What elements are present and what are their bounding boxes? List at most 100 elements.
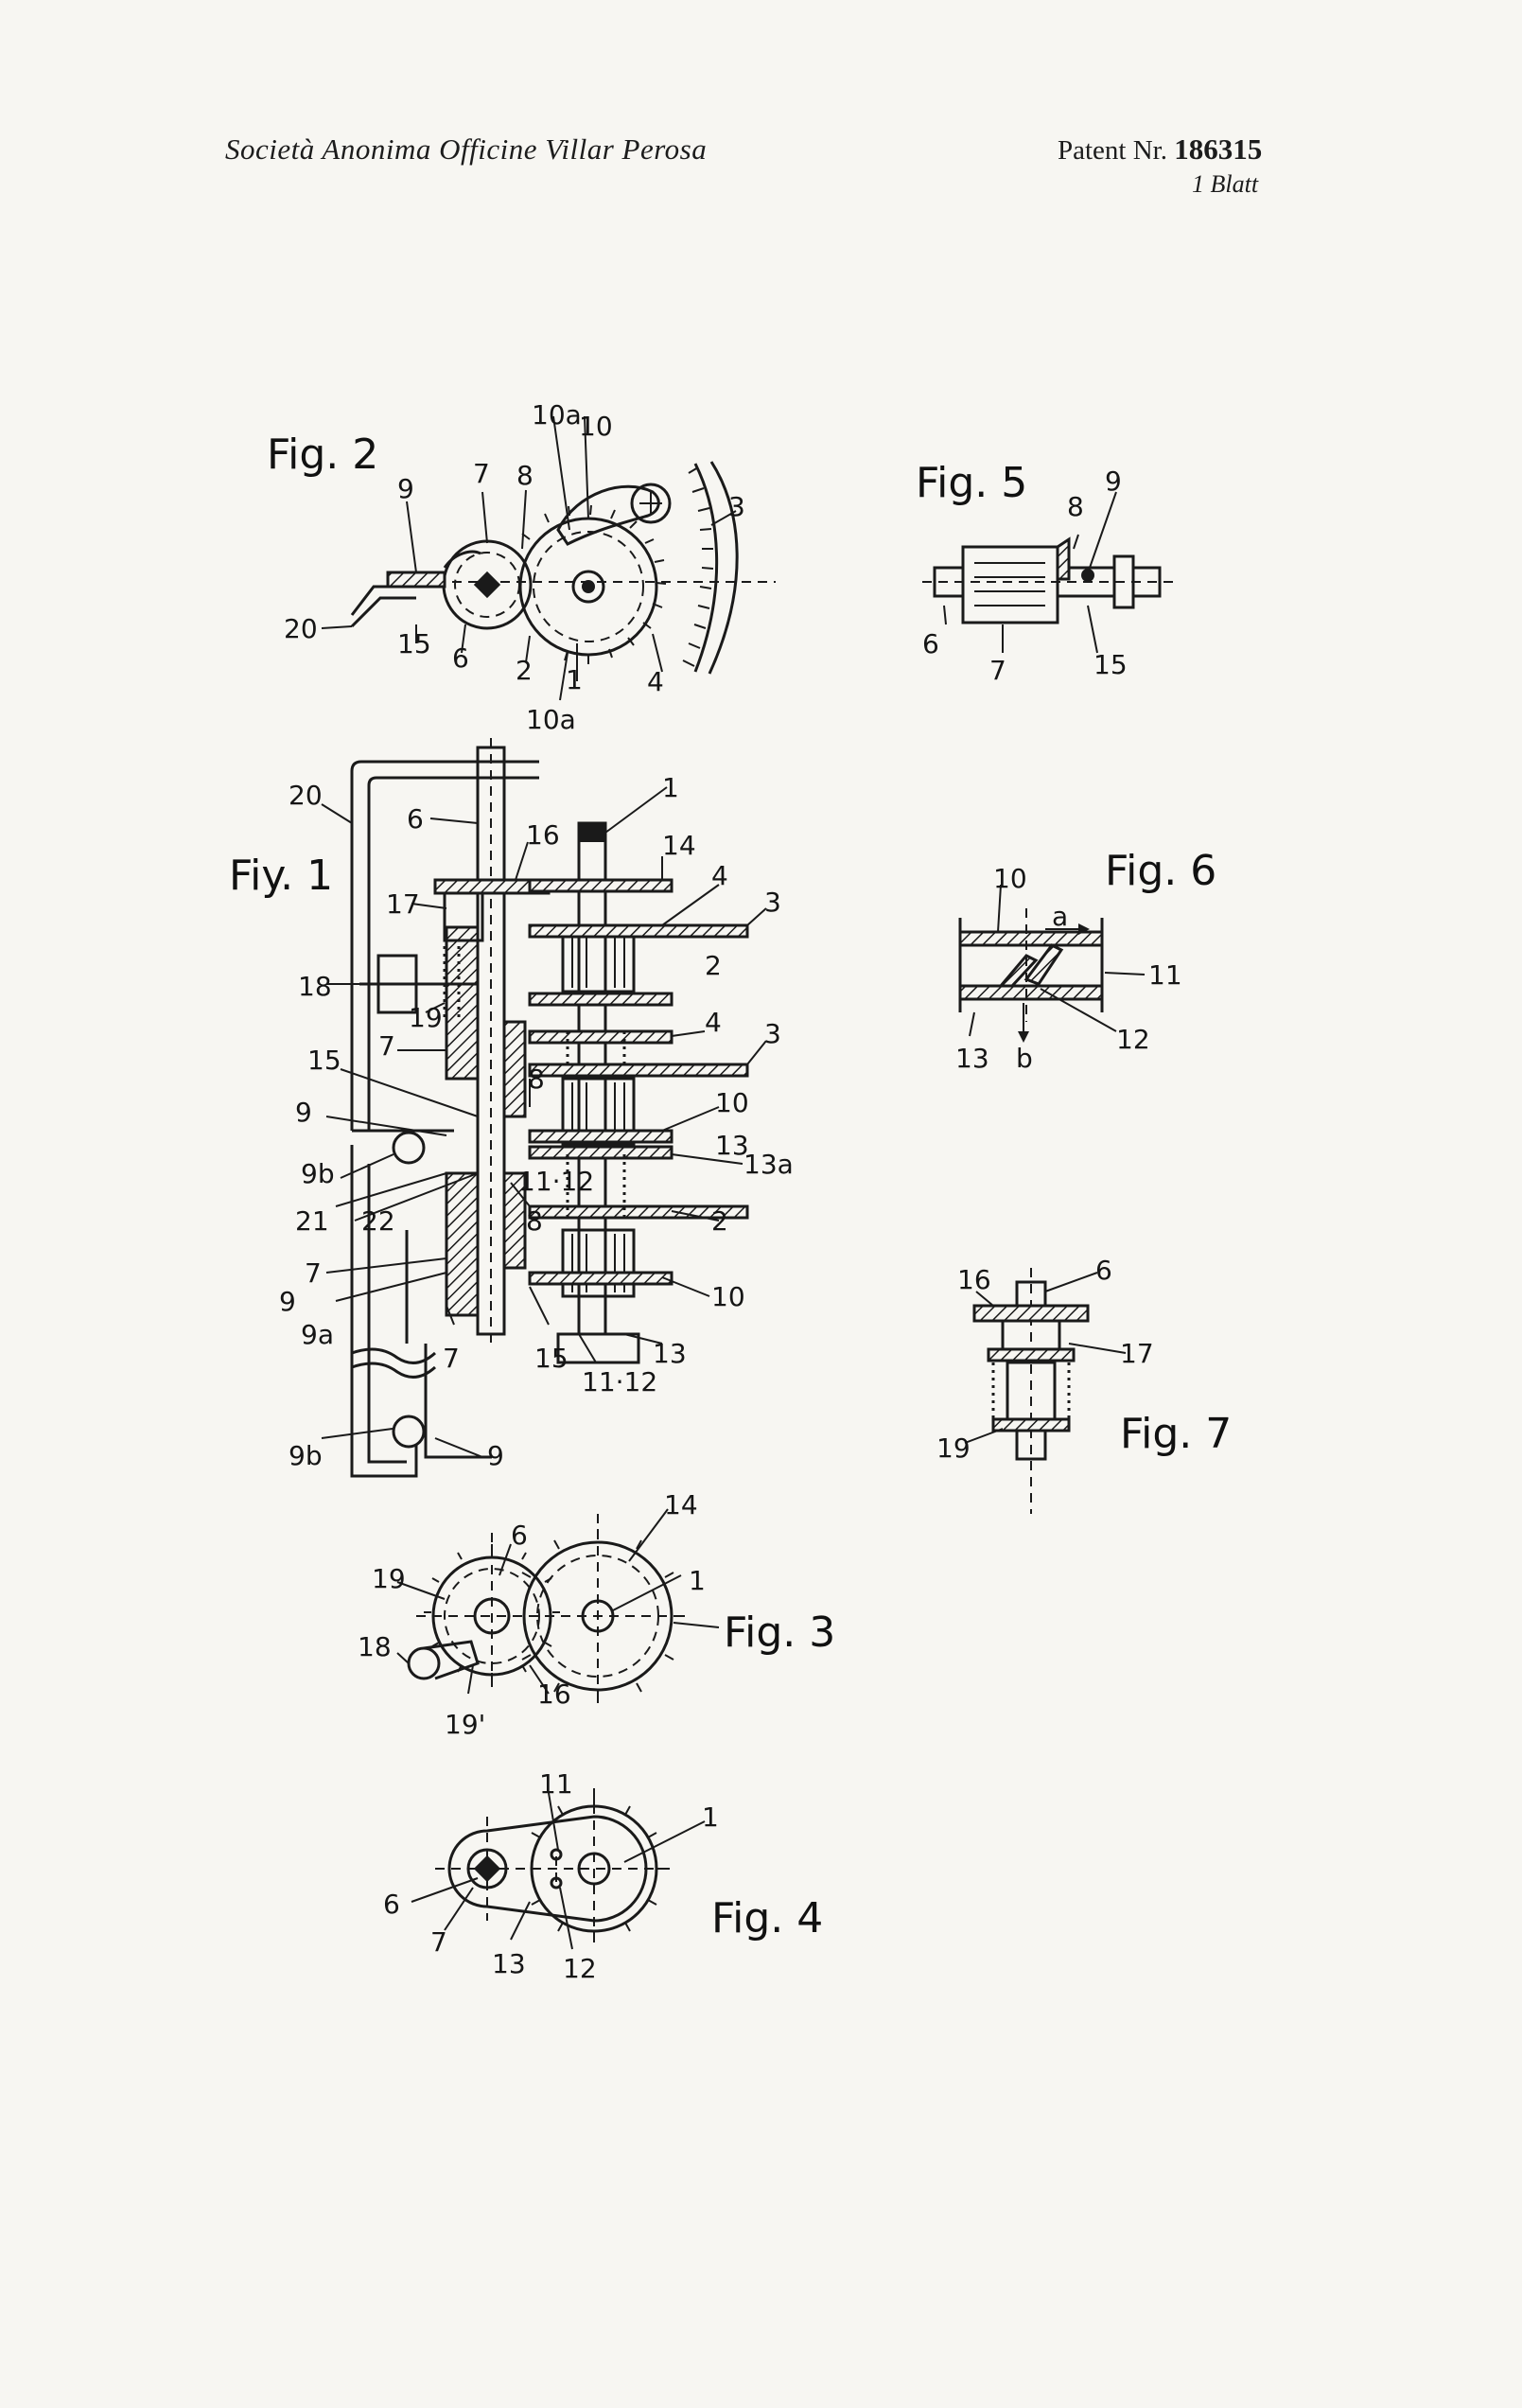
fig7-title: Fig. 7 [1120,1410,1232,1458]
fig1-label: 2 [711,1205,728,1237]
fig1-label: 11·12 [582,1366,657,1397]
fig1-label: 9 [279,1286,296,1317]
fig1-label: 13a [744,1149,794,1180]
fig1-label: 16 [526,819,560,851]
figure-5: Fig. 5 8 9 6 7 15 [916,459,1173,686]
fig4-label: 13 [492,1948,526,1979]
fig1-label: 17 [386,888,420,920]
fig1-label: 2 [705,950,722,981]
fig4-title: Fig. 4 [711,1894,823,1942]
fig4-label: 7 [430,1926,447,1958]
fig1-label: 6 [407,803,424,835]
company-name: Società Anonima Officine Villar Perosa [225,132,708,166]
fig5-title: Fig. 5 [916,459,1027,507]
fig7-label: 17 [1120,1338,1154,1369]
fig1-label: 1 [662,772,679,803]
patent-number-line: Patent Nr. 186315 [1058,132,1262,167]
fig2-label: 15 [397,628,431,659]
fig2-label: 1 [566,664,583,695]
fig1-label: 18 [298,971,332,1002]
fig3-label: 19' [445,1709,485,1740]
fig2-label: 4 [647,666,664,697]
fig2-label: 10 [579,411,613,442]
patent-prefix: Patent Nr. [1058,135,1167,166]
fig1-label: 9b [301,1158,335,1189]
fig6-label: a [1052,901,1068,932]
fig5-label: 6 [922,628,939,659]
fig1-label: 20 [289,780,323,811]
fig3-title: Fig. 3 [724,1608,835,1657]
fig1-label: 21 [295,1205,329,1237]
figure-1: Fiy. 1 [229,738,794,1478]
fig6-label: 11 [1148,959,1182,991]
figure-6: Fig. 6 10 a 11 12 13 b [955,847,1216,1074]
fig1-label: 15 [534,1343,569,1374]
fig1-title: Fiy. 1 [229,852,333,900]
fig2-label: 10a [526,704,576,735]
fig1-labels: 20 6 1 16 14 4 3 17 18 2 19 7 4 3 15 8 9… [279,772,794,1471]
fig7-label: 16 [957,1264,991,1295]
fig3-label: 19 [372,1563,406,1594]
figure-3: Fig. 3 14 19 6 1 18 [358,1489,835,1740]
fig2-label: 20 [284,613,318,644]
fig1-label: 15 [307,1045,341,1076]
fig5-label: 9 [1105,466,1122,497]
fig4-label: 11 [539,1768,573,1800]
fig7-label: 19 [936,1432,971,1464]
sheet-count: 1 Blatt [1192,170,1259,198]
figure-7: Fig. 7 16 6 17 19 [936,1255,1232,1514]
fig3-label: 1 [689,1565,706,1596]
fig1-label: 9b [289,1440,323,1471]
fig1-label: 10 [715,1087,749,1118]
fig1-label: 8 [526,1205,543,1237]
fig2-label: 6 [452,642,469,674]
fig5-label: 15 [1093,649,1128,680]
figure-4: Fig. 4 11 1 6 7 13 12 [383,1768,823,1984]
fig2-label: 8 [516,460,534,491]
fig2-label: 10a [532,399,582,431]
fig1-label: 7 [305,1257,322,1289]
fig5-label: 8 [1067,491,1084,522]
fig1-label: 9 [487,1440,504,1471]
fig1-label: 8 [528,1063,545,1095]
fig2-title: Fig. 2 [267,431,378,479]
fig2-label: 2 [516,655,533,686]
fig4-label: 6 [383,1889,400,1920]
fig1-label: 11·12 [518,1166,594,1197]
fig1-label: 4 [711,860,728,891]
fig1-label: 22 [361,1205,395,1237]
fig6-title: Fig. 6 [1105,847,1216,895]
fig3-label: 16 [537,1679,571,1710]
fig2-labels: 10a 10 9 7 8 3 20 15 6 2 1 4 10a [284,399,745,735]
fig5-label: 7 [989,655,1006,686]
fig2-label: 3 [728,491,745,522]
fig6-label: 10 [993,863,1027,894]
fig7-label: 6 [1095,1255,1112,1286]
fig1-label: 10 [711,1281,745,1312]
fig6-label: b [1016,1043,1033,1074]
patent-number: 186315 [1174,132,1263,166]
fig3-label: 18 [358,1631,392,1662]
fig1-label: 9a [301,1319,334,1350]
fig1-label: 7 [443,1343,460,1374]
fig1-label: 9 [295,1097,312,1128]
fig1-label: 7 [378,1030,395,1062]
fig6-label: 12 [1116,1024,1150,1055]
fig1-label: 4 [705,1007,722,1038]
fig4-label: 1 [702,1802,719,1833]
fig3-label: 6 [511,1520,528,1551]
fig2-label: 9 [397,473,414,504]
fig6-label: 13 [955,1043,989,1074]
fig1-label: 3 [764,1018,781,1049]
fig1-label: 19 [409,1002,443,1033]
fig2-label: 7 [473,458,490,489]
fig1-label: 13 [715,1130,749,1161]
figure-2: Fig. 2 [267,399,776,735]
fig1-label: 3 [764,887,781,918]
fig4-label: 12 [563,1953,597,1984]
fig1-label: 14 [662,830,696,861]
fig3-label: 14 [664,1489,698,1520]
fig1-label: 13 [653,1338,687,1369]
